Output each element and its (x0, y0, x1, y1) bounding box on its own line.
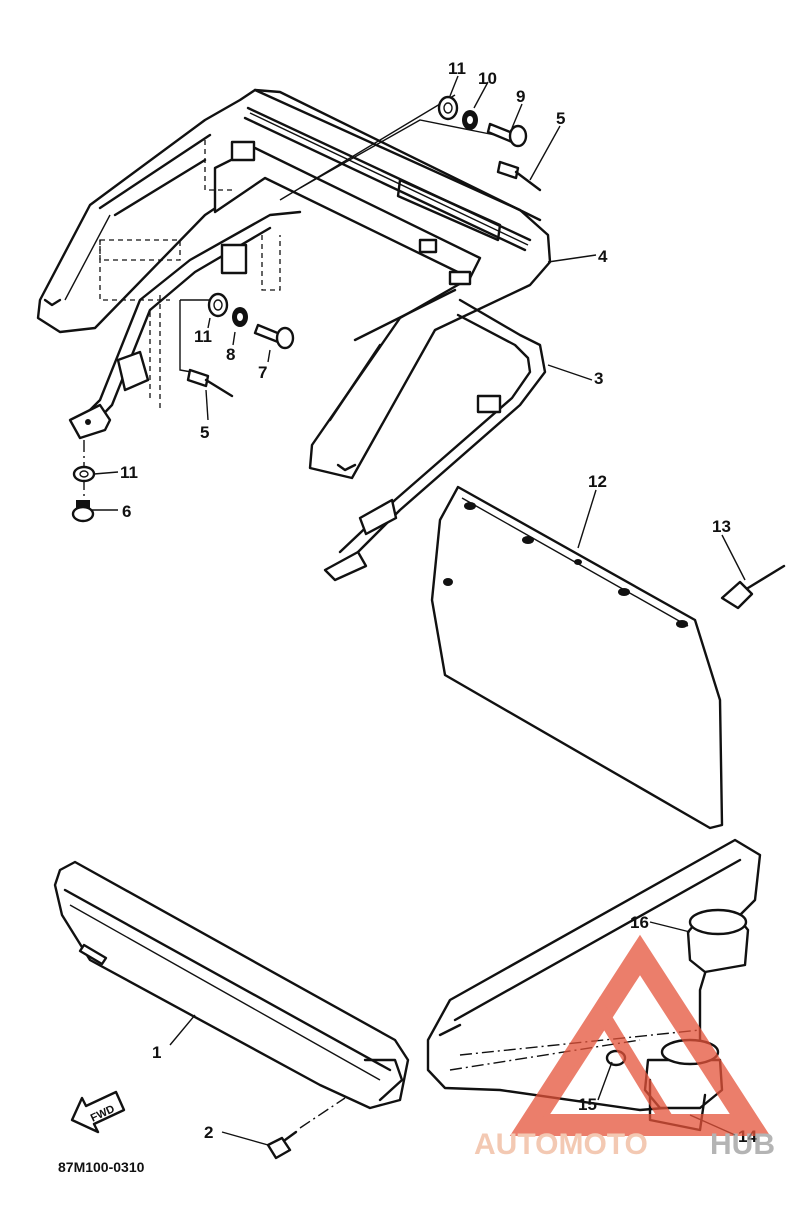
callout-10: 10 (478, 69, 497, 88)
callout-12: 12 (588, 472, 607, 491)
watermark-logo: AUTOMOTO HUB (474, 934, 775, 1161)
tube-frame-part-3 (68, 140, 547, 582)
callouts: 1 2 3 4 5 5 6 7 8 9 10 11 11 11 12 13 14… (120, 59, 757, 1146)
leader-lines (92, 75, 746, 1146)
panel-part-12 (430, 485, 724, 830)
rivet-part-13 (720, 564, 786, 610)
callout-9: 9 (516, 87, 525, 106)
hardware-top-right (437, 95, 542, 192)
callout-11-top: 11 (448, 59, 466, 78)
callout-8: 8 (226, 345, 235, 364)
callout-13: 13 (712, 517, 731, 536)
callout-5-mid: 5 (200, 423, 209, 442)
callout-3: 3 (594, 369, 603, 388)
callout-7: 7 (258, 363, 267, 382)
hardware-middle (186, 292, 295, 398)
front-bar-part-1 (53, 860, 410, 1110)
forward-arrow-icon: FWD (70, 1090, 126, 1134)
hardware-left (71, 465, 96, 523)
callout-16: 16 (630, 913, 649, 932)
callout-2: 2 (204, 1123, 213, 1142)
watermark-text-part1: AUTOMOTO (474, 1128, 648, 1161)
watermark-text-part2: HUB (710, 1128, 775, 1161)
callout-6: 6 (122, 502, 131, 521)
callout-5-top: 5 (556, 109, 565, 128)
screw-part-2 (266, 1097, 346, 1160)
callout-1: 1 (152, 1043, 161, 1062)
cap-part-16 (686, 908, 750, 974)
callout-15: 15 (578, 1095, 597, 1114)
alignment-guides (83, 94, 496, 498)
carrier-frame-part-4 (36, 88, 552, 480)
diagram-code: 87M100-0310 (58, 1159, 145, 1175)
callout-11-left: 11 (120, 463, 138, 482)
callout-11-mid: 11 (194, 327, 212, 346)
callout-4: 4 (598, 247, 608, 266)
